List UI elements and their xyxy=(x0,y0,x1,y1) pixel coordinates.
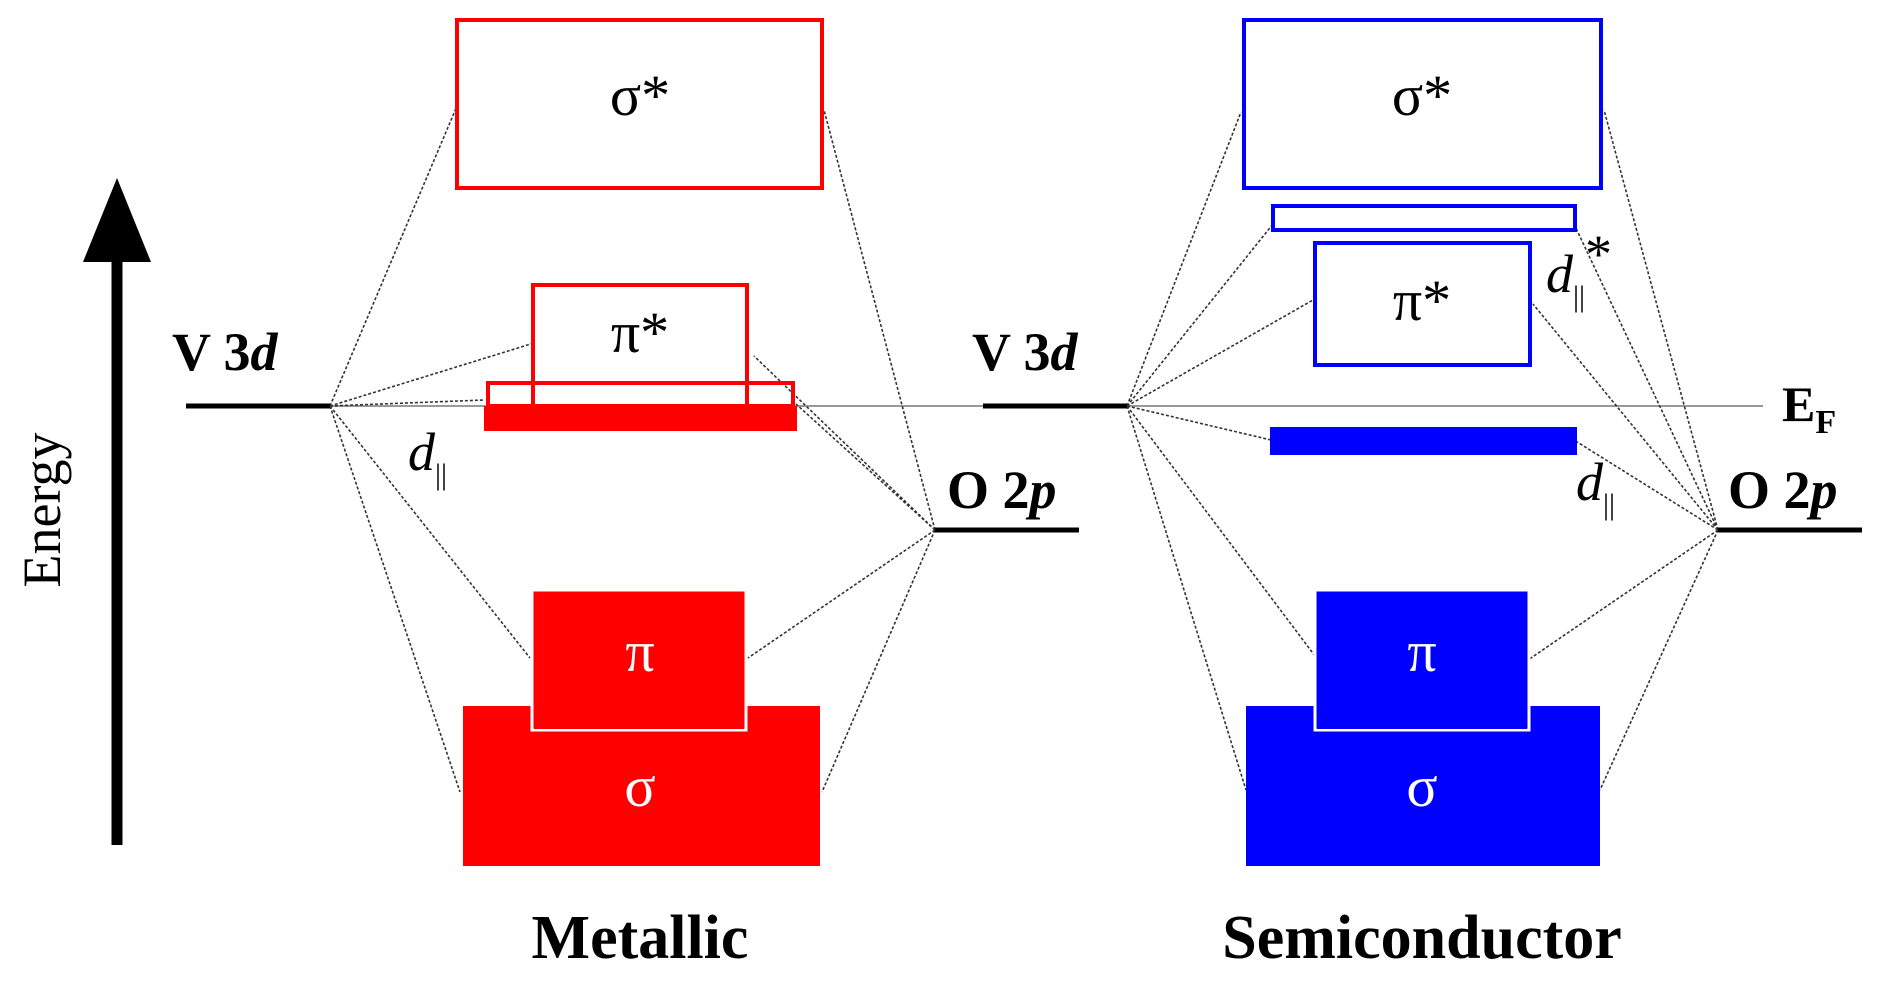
semiconductor-correlation-lines xyxy=(1126,109,1719,791)
metallic-sigma-star-band xyxy=(455,18,824,190)
metallic-sigma-star-label: σ* xyxy=(610,63,670,128)
metallic-caption: Metallic xyxy=(532,904,749,972)
semiconductor-pi-star-band xyxy=(1313,241,1532,367)
metallic-pi-star-label: π* xyxy=(611,300,669,365)
fermi-level-label: EF xyxy=(1782,376,1836,441)
metallic-pi-band-cover xyxy=(534,592,744,729)
metallic-o2p-label: O 2p xyxy=(947,460,1057,520)
metallic-d-parallel-lower-band xyxy=(484,406,797,431)
semiconductor-v3d-label: V 3d xyxy=(972,322,1079,382)
semiconductor-d-parallel-band xyxy=(1270,427,1577,455)
metallic-sigma-band xyxy=(463,706,820,866)
semiconductor-caption: Semiconductor xyxy=(1222,904,1622,972)
energy-axis: Energy xyxy=(12,178,151,845)
energy-axis-label: Energy xyxy=(12,433,72,588)
metallic-d-parallel-label: d|| xyxy=(408,422,447,491)
semiconductor-d-parallel-label: d|| xyxy=(1576,452,1615,521)
semiconductor-pi-label: π xyxy=(1407,619,1436,684)
semiconductor-panel: σ* d||* π* d|| π σ V 3d O 2p Semiconduct… xyxy=(972,18,1862,972)
semiconductor-sigma-star-label: σ* xyxy=(1392,63,1452,128)
semiconductor-sigma-band xyxy=(1246,706,1600,866)
metallic-panel: σ* π* d|| π σ V 3d O 2p Metallic xyxy=(172,18,1079,972)
metallic-correlation-lines xyxy=(329,105,936,793)
energy-axis-arrowhead xyxy=(83,178,151,262)
metallic-v3d-label: V 3d xyxy=(172,322,279,382)
semiconductor-pi-band-cover xyxy=(1317,592,1527,729)
semiconductor-sigma-label: σ xyxy=(1406,754,1437,819)
semiconductor-pi-star-label: π* xyxy=(1393,268,1451,333)
semiconductor-sigma-star-band xyxy=(1242,18,1603,190)
metallic-sigma-label: σ xyxy=(624,754,655,819)
semiconductor-o2p-label: O 2p xyxy=(1728,460,1838,520)
semiconductor-d-parallel-star-label: d||* xyxy=(1546,224,1612,313)
semiconductor-d-parallel-star-band xyxy=(1271,204,1577,232)
metallic-pi-label: π xyxy=(625,619,654,684)
